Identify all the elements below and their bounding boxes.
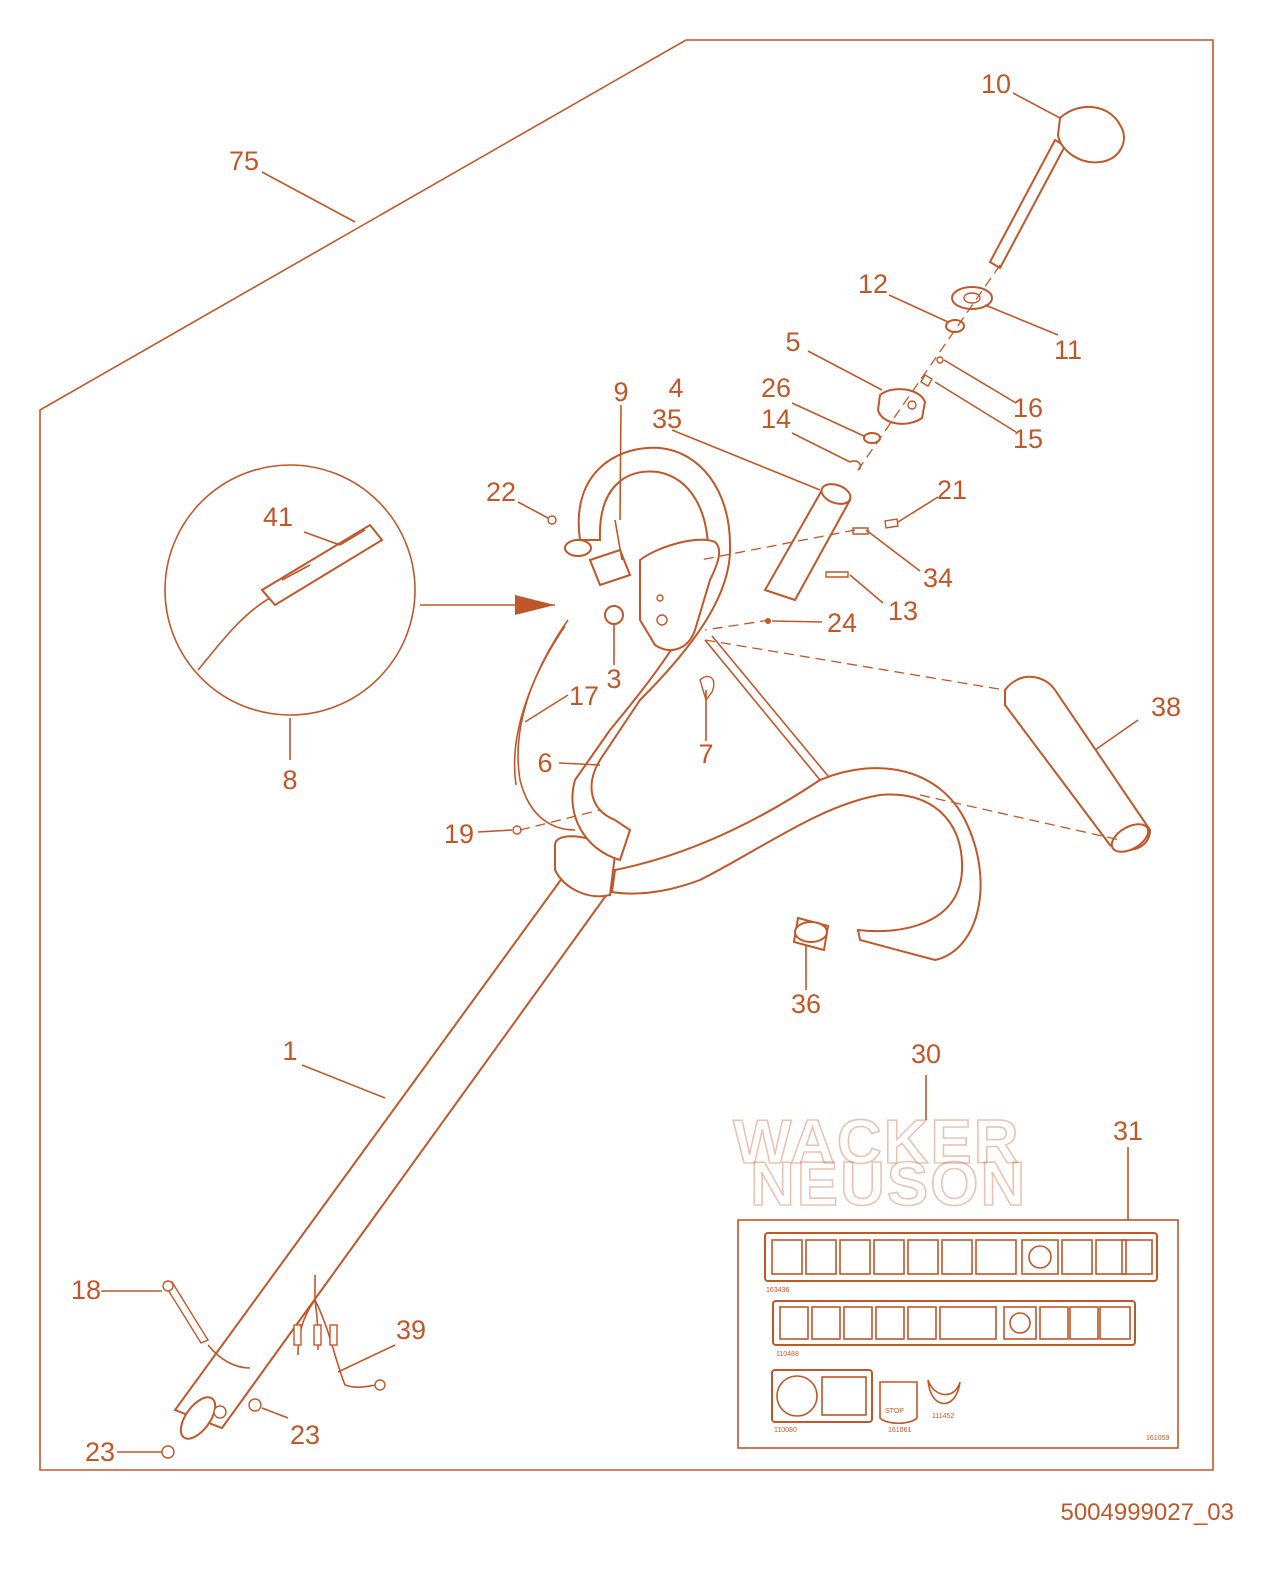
callout-19: 19	[444, 819, 474, 849]
callout-41: 41	[263, 502, 293, 532]
callout-35: 35	[652, 404, 682, 434]
callout-36: 36	[791, 989, 821, 1019]
decal-stop: STOP	[879, 1381, 918, 1425]
callout-4: 4	[668, 373, 683, 403]
assembly-lines	[519, 264, 1121, 841]
main-tube	[173, 835, 617, 1440]
knob-assembly	[945, 105, 1125, 333]
callout-39: 39	[396, 1315, 426, 1345]
callout-24: 24	[827, 608, 857, 638]
decal-strip-large	[764, 1232, 1158, 1282]
callout-21: 21	[937, 475, 967, 505]
callout-17: 17	[569, 681, 599, 711]
decal-code-6: 161059	[1146, 1435, 1169, 1442]
detail-view	[164, 464, 555, 716]
decal-strip-medium	[772, 1300, 1136, 1346]
decal-code-1: 163436	[766, 1287, 789, 1294]
control-plate	[512, 515, 721, 835]
callout-3: 3	[606, 664, 621, 694]
callout-11: 11	[1054, 335, 1082, 365]
decal-warning	[771, 1369, 873, 1423]
kit-boundary-outline	[39, 39, 1214, 1471]
fasteners	[161, 1280, 262, 1459]
callout-22: 22	[486, 477, 516, 507]
grip	[1004, 675, 1152, 853]
callout-9: 9	[613, 377, 628, 407]
callout-14: 14	[761, 404, 791, 434]
callout-1: 1	[282, 1036, 297, 1066]
decal-code-2: 110488	[776, 1351, 799, 1358]
rear-handle-bar	[610, 767, 982, 962]
decal-code-3: 110080	[774, 1427, 797, 1434]
callout-38: 38	[1151, 692, 1181, 722]
callout-15: 15	[1013, 424, 1043, 454]
leader-lines	[101, 92, 1139, 1453]
callout-labels: 75 10 12 11 5 26 16 14 15 9 4 35 22 21 4…	[71, 69, 1181, 1467]
callout-75: 75	[229, 146, 259, 176]
brand-watermark: WACKER NEUSON	[732, 1107, 1027, 1220]
handle-loop	[564, 446, 732, 862]
callout-23-left: 23	[85, 1437, 115, 1467]
callout-16: 16	[1013, 393, 1043, 423]
decal-sheet: 163436 110488 110080 STOP 161061	[737, 1219, 1179, 1449]
callout-8: 8	[282, 765, 297, 795]
callout-18: 18	[71, 1275, 101, 1305]
hub-and-small-parts	[765, 356, 944, 624]
callout-31: 31	[1113, 1116, 1143, 1146]
callout-26: 26	[761, 373, 791, 403]
callout-7: 7	[698, 739, 713, 769]
callout-6: 6	[537, 748, 552, 778]
decal-code-5: 111452	[932, 1413, 954, 1420]
callout-13: 13	[888, 596, 918, 626]
callout-10: 10	[981, 69, 1011, 99]
wiring	[293, 619, 576, 1391]
brand-line-2: NEUSON	[750, 1150, 1027, 1219]
callout-23-right: 23	[290, 1420, 320, 1450]
callout-12: 12	[858, 269, 888, 299]
callout-5: 5	[785, 327, 800, 357]
decal-stop-text: STOP	[885, 1408, 904, 1415]
decal-code-4: 161061	[888, 1427, 911, 1434]
decal-crescent	[927, 1379, 961, 1405]
document-number: 5004999027_03	[1060, 1499, 1234, 1526]
support-strut	[704, 635, 829, 781]
brand-line-1: WACKER	[733, 1108, 1021, 1177]
callout-34: 34	[923, 563, 953, 593]
callout-30: 30	[911, 1039, 941, 1069]
tube-sleeve	[763, 483, 852, 602]
